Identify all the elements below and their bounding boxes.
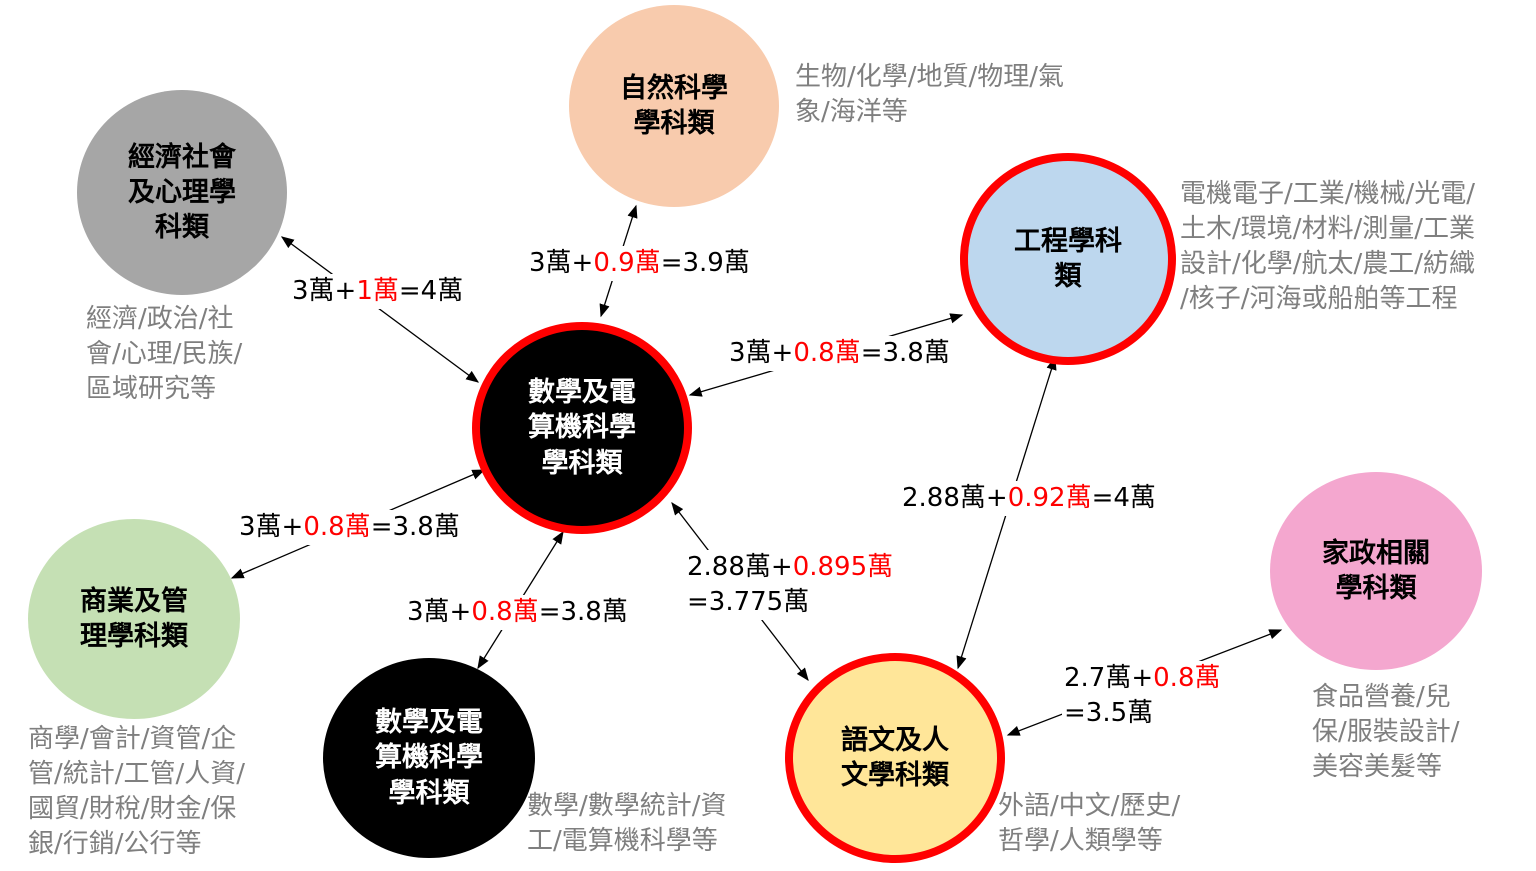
edge-label-business: 3萬+0.8萬=3.8萬: [237, 510, 462, 545]
node-math-bottom-label: 數學及電 算機科學 學科類: [375, 707, 483, 809]
edge-bonus: 0.8萬: [1153, 663, 1221, 693]
edge-label-language: 2.88萬+0.895萬 =3.775萬: [685, 550, 896, 620]
desc-engineering: 電機電子/工業/機械/光電/ 土木/環境/材料/測量/工業 設計/化學/航太/農…: [1180, 179, 1476, 314]
edge-base: 3萬+: [292, 276, 357, 306]
edge-base: 3萬+: [529, 248, 594, 278]
node-math-center: 數學及電 算機科學 學科類: [472, 322, 692, 534]
edge-base: 2.88萬+: [687, 552, 793, 582]
desc-math: 數學/數學統計/資 工/電算機科學等: [527, 791, 727, 856]
node-math-center-label: 數學及電 算機科學 學科類: [528, 377, 636, 479]
node-nature-label: 自然科學 學科類: [620, 72, 728, 139]
arrow-econ: [280, 236, 480, 383]
node-home-label: 家政相關 學科類: [1322, 537, 1430, 604]
desc-language: 外語/中文/歷史/ 哲學/人類學等: [998, 791, 1181, 856]
edge-label-home: 2.7萬+0.8萬 =3.5萬: [1062, 661, 1223, 731]
edge-bonus: 0.8萬: [471, 597, 539, 627]
edge-total: =3.8萬: [860, 338, 950, 368]
edge-label-econ: 3萬+1萬=4萬: [290, 274, 466, 309]
edge-total: =4萬: [1091, 483, 1156, 513]
edge-total: =3.9萬: [660, 248, 750, 278]
edge-label-nature: 3萬+0.9萬=3.9萬: [527, 246, 752, 281]
desc-home: 食品營養/兒 保/服裝設計/ 美容美髮等: [1312, 682, 1460, 782]
edge-total: =3.8萬: [538, 597, 628, 627]
edge-bonus: 1萬: [356, 276, 399, 306]
desc-business: 商學/會計/資管/企 管/統計/工管/人資/ 國貿/財稅/財金/保 銀/行銷/公…: [28, 724, 246, 859]
edge-label-eng-lang: 2.88萬+0.92萬=4萬: [900, 481, 1158, 516]
node-nature: 自然科學 學科類: [569, 5, 779, 207]
node-language-label: 語文及人 文學科類: [841, 724, 949, 791]
node-engineering: 工程學科 類: [960, 153, 1176, 365]
node-math-bottom: 數學及電 算機科學 學科類: [323, 658, 535, 858]
edge-label-engineering: 3萬+0.8萬=3.8萬: [727, 336, 952, 371]
edge-label-math: 3萬+0.8萬=3.8萬: [405, 595, 630, 630]
edge-total: =4萬: [398, 276, 464, 306]
edge-bonus: 0.8萬: [793, 338, 861, 368]
edge-total: =3.8萬: [370, 512, 460, 542]
desc-econ: 經濟/政治/社 會/心理/民族/ 區域研究等: [86, 304, 243, 404]
edge-bonus: 0.8萬: [303, 512, 371, 542]
node-language: 語文及人 文學科類: [785, 653, 1005, 863]
edge-total: =3.5萬: [1064, 698, 1154, 728]
node-engineering-label: 工程學科 類: [1014, 225, 1122, 292]
edge-bonus: 0.9萬: [593, 248, 661, 278]
desc-nature: 生物/化學/地質/物理/氣 象/海洋等: [795, 62, 1065, 127]
edge-base: 2.7萬+: [1064, 663, 1154, 693]
node-business-label: 商業及管 理學科類: [80, 585, 188, 652]
edge-base: 3萬+: [407, 597, 472, 627]
node-business: 商業及管 理學科類: [28, 519, 240, 719]
node-econ-label: 經濟社會 及心理學 科類: [128, 141, 236, 244]
edge-base: 3萬+: [729, 338, 794, 368]
edge-base: 2.88萬+: [902, 483, 1008, 513]
node-econ: 經濟社會 及心理學 科類: [77, 90, 287, 295]
edge-base: 3萬+: [239, 512, 304, 542]
edge-total: =3.775萬: [687, 587, 810, 617]
edge-bonus: 0.92萬: [1007, 483, 1092, 513]
edge-bonus: 0.895萬: [792, 552, 894, 582]
node-home: 家政相關 學科類: [1270, 472, 1482, 670]
